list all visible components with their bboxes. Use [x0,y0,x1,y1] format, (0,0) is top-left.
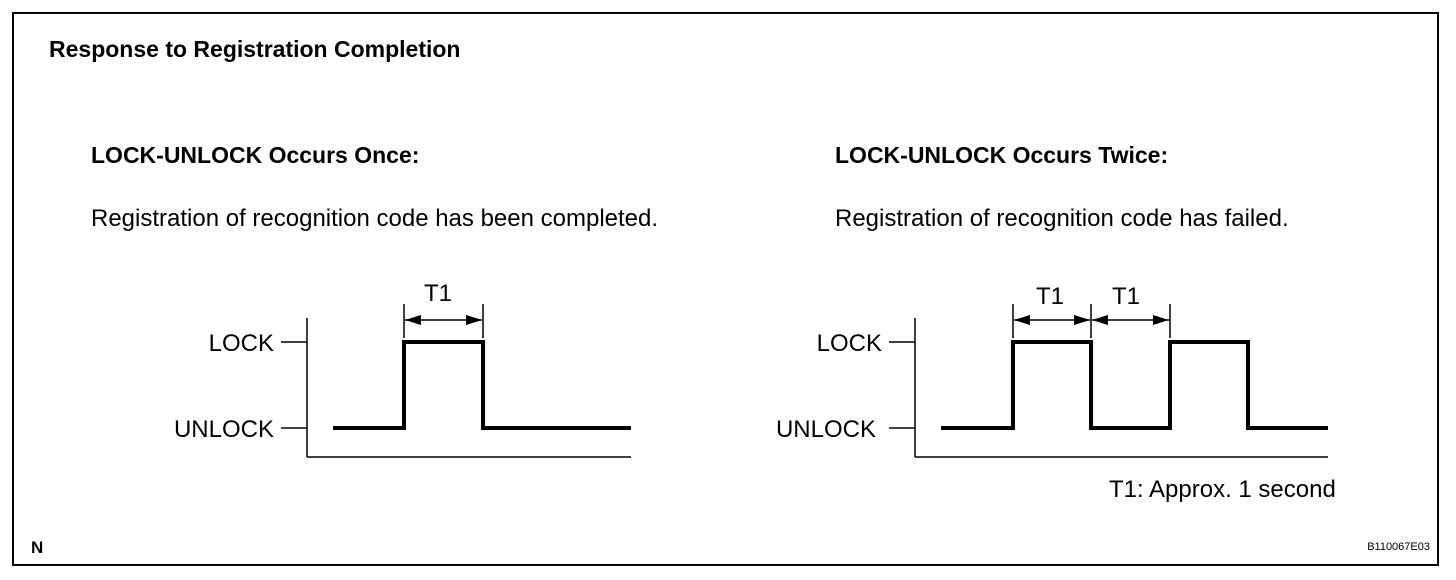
signal-waveform [333,340,631,430]
interval-label-2: T1 [1112,283,1140,310]
case-once-heading: LOCK-UNLOCK Occurs Once: [91,142,420,168]
timing-diagram-twice: LOCK UNLOCK T1 T1 [776,283,1328,458]
figure-title: Response to Registration Completion [49,36,461,62]
case-once-description: Registration of recognition code has bee… [91,205,659,232]
case-twice-heading: LOCK-UNLOCK Occurs Twice: [835,142,1169,168]
unlock-level-label: UNLOCK [776,416,876,443]
lock-level-label: LOCK [209,330,274,357]
figure-frame [12,12,1439,566]
corner-letter: N [31,538,44,557]
interval-note: T1: Approx. 1 second [1109,476,1336,503]
interval-label-1: T1 [1036,283,1064,310]
signal-waveform [941,340,1328,430]
lock-level-label: LOCK [817,330,882,357]
case-twice-description: Registration of recognition code has fai… [835,205,1289,232]
timing-diagram-once: LOCK UNLOCK T1 [174,280,631,458]
figure-code: B110067E03 [1367,541,1430,553]
unlock-level-label: UNLOCK [174,416,274,443]
interval-label: T1 [424,280,452,307]
